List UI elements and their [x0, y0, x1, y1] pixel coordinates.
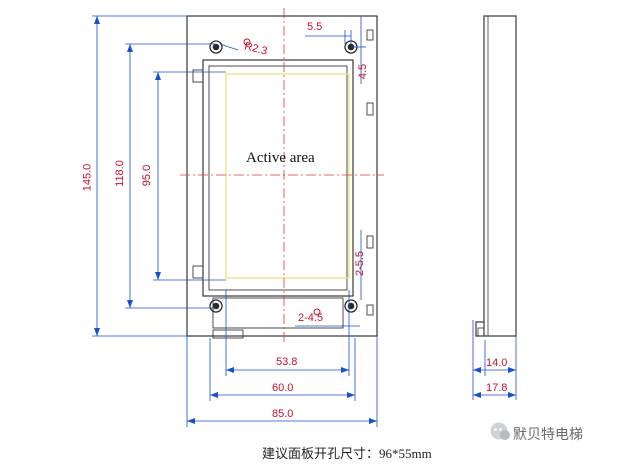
dim-width-60: 60.0 — [272, 382, 294, 394]
outer-frame — [186, 15, 378, 337]
active-area — [225, 73, 350, 279]
inner-plate — [202, 59, 354, 297]
hole-bottom-left — [209, 299, 223, 313]
active-area-label: Active area — [246, 150, 315, 166]
centerlines — [180, 8, 384, 342]
hole-top-left — [209, 40, 223, 54]
hole-bottom-right — [344, 299, 358, 313]
arrowheads — [94, 16, 516, 424]
dim-width-53: 53.8 — [276, 356, 298, 368]
dim-depth-17: 17.8 — [486, 382, 508, 394]
mounting-holes — [209, 40, 358, 313]
side-tab — [475, 321, 484, 337]
lcd-glass — [208, 65, 348, 291]
dim-outer-height: 145.0 — [81, 163, 94, 192]
side-tab-3 — [366, 29, 374, 41]
dimension-lines — [92, 15, 517, 427]
connector — [212, 329, 244, 339]
dim-active-height: 95.0 — [141, 164, 154, 187]
dim-hole-offset-x: 5.5 — [307, 21, 323, 33]
dim-bottom-holes: 2-4.5 — [298, 312, 324, 324]
side-view — [475, 15, 517, 337]
left-tab-1 — [192, 69, 204, 83]
dim-hole-offset-y: 4.5 — [357, 63, 370, 80]
dim-inner-height: 118.0 — [113, 160, 126, 187]
front-view — [186, 15, 378, 339]
wechat-icon — [490, 422, 510, 440]
side-tab-2 — [366, 235, 374, 249]
red-holes — [243, 38, 321, 316]
watermark-text: 默贝特电梯 — [513, 427, 583, 443]
bottom-board — [212, 297, 344, 329]
side-tab-4 — [366, 304, 374, 316]
side-body — [483, 15, 517, 337]
dim-depth-14: 14.0 — [486, 357, 508, 369]
dim-width-85: 85.0 — [272, 408, 294, 420]
panel-cutout-caption: 建议面板开孔尺寸：96*55mm — [262, 446, 432, 461]
left-tab-2 — [192, 265, 204, 279]
dim-side-slot: 2-5.5 — [354, 250, 367, 277]
side-tab-1 — [366, 102, 374, 116]
